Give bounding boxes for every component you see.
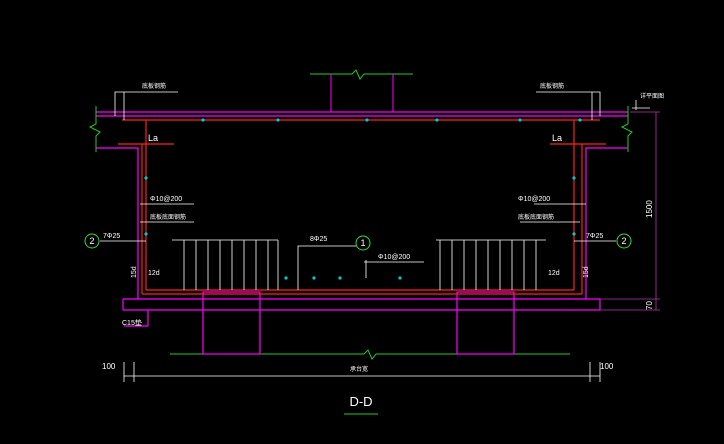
rebar-cage [118, 119, 606, 295]
label-lap-left: 12d [148, 270, 160, 277]
label-rebar-right-note: 底板底面钢筋 [518, 213, 554, 221]
label-lap-right: 12d [548, 270, 560, 277]
pile-cap-right [456, 291, 515, 355]
label-dim-right: 100 [600, 362, 614, 371]
label-anchor-right: La [552, 133, 562, 143]
rebar-dots [144, 118, 582, 280]
label-far-right-note: 详平面图 [640, 92, 664, 100]
leaders [100, 91, 650, 382]
section-title: D-D [349, 394, 372, 409]
label-main-bar-left: 7Φ25 [103, 233, 120, 240]
column-stub [330, 74, 394, 112]
callout-2-left-text: 2 [89, 236, 94, 246]
stirrups-right [436, 239, 546, 290]
label-hook-right: 15d [583, 266, 590, 278]
label-top-left-note: 底板钢筋 [142, 82, 166, 90]
label-bottom-stirrup: Φ10@200 [378, 254, 410, 261]
label-bedding: C15垫 [122, 318, 142, 327]
label-anchor-left: La [148, 133, 158, 143]
label-rebar-left-spec: Φ10@200 [150, 196, 182, 203]
label-rebar-right-spec: Φ10@200 [518, 196, 550, 203]
bottom-break-line [170, 349, 570, 360]
label-main-bar-right: 7Φ25 [586, 233, 603, 240]
break-mark-right [620, 106, 633, 152]
label-bottom-dim-mid: 承台宽 [350, 365, 368, 373]
height-dimension [600, 111, 660, 311]
stirrups-left [172, 239, 279, 290]
label-top-right-note: 底板钢筋 [540, 82, 564, 90]
pile-cap-left [202, 291, 261, 355]
break-mark-left [88, 106, 101, 152]
callout-2-left: 2 [84, 233, 100, 249]
callout-2-right-text: 2 [621, 236, 626, 246]
callout-2-right: 2 [616, 233, 632, 249]
label-dim-height: 1500 [645, 200, 654, 218]
label-dim-bedding: 70 [645, 301, 654, 310]
label-dim-left: 100 [102, 362, 116, 371]
top-break-line [310, 69, 413, 80]
label-bottom-bar: 8Φ25 [310, 236, 327, 243]
label-hook-left: 15d [131, 266, 138, 278]
callout-1: 1 [355, 235, 371, 251]
label-rebar-left-note: 底板底面钢筋 [150, 213, 186, 221]
callout-1-text: 1 [360, 238, 365, 248]
